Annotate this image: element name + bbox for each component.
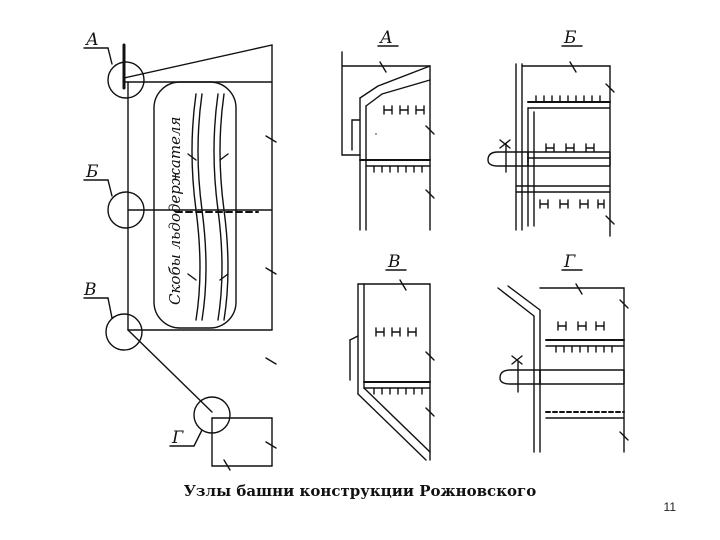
figure-caption: Узлы башни конструкции Рожновского — [183, 482, 537, 500]
label-detail-a: А — [379, 28, 393, 48]
node-circle-v — [105, 313, 143, 351]
detail-b — [487, 45, 615, 237]
label-left-g: Г — [171, 428, 184, 448]
detail-a — [341, 45, 435, 231]
node-circle-a — [107, 61, 145, 99]
detail-v — [349, 269, 435, 461]
label-left-b: Б — [85, 162, 99, 182]
label-left-a: А — [85, 30, 99, 50]
label-brackets: Скобы льдодержателя — [166, 117, 184, 305]
detail-b-pipe — [527, 151, 611, 167]
label-detail-v: В — [387, 252, 401, 272]
slide-number: 11 — [663, 500, 676, 514]
detail-g-pipe — [539, 369, 625, 385]
node-circle-b — [107, 191, 145, 229]
label-detail-g: Г — [563, 252, 576, 272]
node-circle-g — [193, 396, 231, 434]
ice-bracket-frame — [153, 81, 237, 329]
label-left-v: В — [83, 280, 97, 300]
label-detail-b: Б — [563, 28, 577, 48]
tower-overview — [83, 43, 277, 471]
detail-g — [497, 269, 629, 453]
